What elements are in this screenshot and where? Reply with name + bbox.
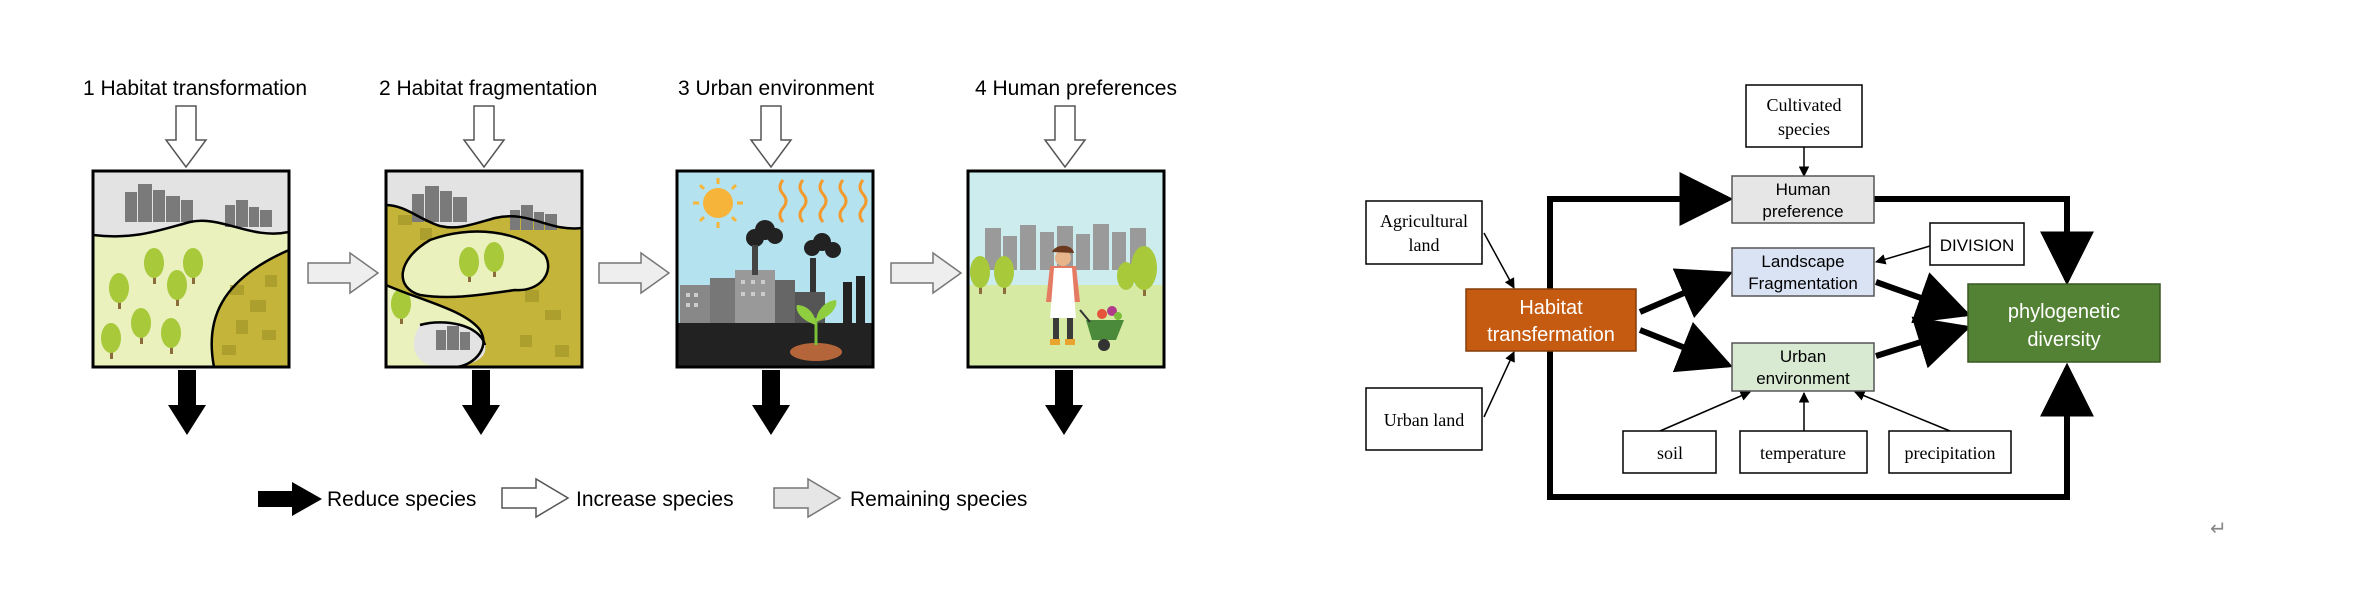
edge-division-landscape — [1874, 245, 1931, 265]
smoke-icon — [746, 220, 841, 258]
down-hollow-arrow-4 — [1043, 105, 1087, 169]
paragraph-mark: ↵ — [2210, 518, 2227, 540]
legend: Reduce species Increase species Remainin… — [258, 477, 1027, 519]
node-habitat-transformation: Habitat transfermation — [1465, 288, 1637, 352]
down-black-arrow-4 — [1045, 370, 1083, 435]
gardener-icon — [1046, 245, 1080, 345]
edge-habitat-human — [1547, 172, 1734, 290]
node-cultivated-line2: species — [1778, 119, 1830, 139]
edge-habitat-phylo-direct — [1547, 351, 2094, 500]
node-landscape-line1: Landscape — [1761, 252, 1844, 271]
trees-icon — [101, 248, 203, 359]
scene-habitat-transformation — [93, 171, 289, 367]
node-agricultural-land: Agricultural land — [1365, 200, 1483, 265]
right-grey-arrow-2 — [598, 251, 671, 295]
node-urban-line1: Urban — [1780, 347, 1826, 366]
edge-human-phylo — [1874, 196, 2094, 286]
heat-waves-icon — [778, 179, 868, 223]
increase-arrows-top — [164, 105, 1087, 169]
node-phylo-line1: phylogenetic — [2008, 301, 2120, 323]
node-urban-land-label: Urban land — [1384, 410, 1464, 430]
edge-soil-urban — [1659, 390, 1751, 432]
down-black-arrow-1 — [168, 370, 206, 435]
node-human-line1: Human — [1776, 180, 1831, 199]
node-habitat-line2: transfermation — [1487, 324, 1615, 346]
step-title-1: 1 Habitat transformation — [83, 77, 307, 100]
right-grey-arrow-3 — [890, 251, 963, 295]
node-human-line2: preference — [1762, 202, 1843, 221]
node-landscape-fragmentation: Landscape Fragmentation — [1731, 247, 1875, 297]
down-hollow-arrow-1 — [164, 105, 208, 169]
edge-urbanland-habitat — [1483, 351, 1515, 418]
legend-increase-arrow — [501, 477, 570, 519]
scene-habitat-fragmentation — [386, 171, 582, 367]
step-title-3: 3 Urban environment — [678, 77, 874, 100]
down-hollow-arrow-3 — [749, 105, 793, 169]
scene-urban-environment — [677, 171, 873, 367]
node-division: DIVISION — [1929, 222, 2025, 266]
step-title-2: 2 Habitat fragmentation — [379, 77, 597, 100]
scene-frame-1 — [91, 169, 291, 369]
step-title-4: 4 Human preferences — [975, 77, 1177, 100]
node-temperature-label: temperature — [1760, 443, 1846, 463]
node-temperature: temperature — [1739, 430, 1868, 474]
reduce-arrows — [168, 370, 1083, 435]
path-model: Cultivated species Human preference Agri… — [1365, 84, 2161, 500]
right-grey-arrow-1 — [307, 251, 380, 295]
edge-landscape-phylo — [1874, 272, 1972, 324]
node-phylo-line2: diversity — [2027, 329, 2100, 351]
down-black-arrow-2 — [462, 370, 500, 435]
city-buildings-icon — [125, 184, 272, 227]
node-agricultural-line2: land — [1409, 235, 1440, 255]
node-phylogenetic-diversity: phylogenetic diversity — [1967, 283, 2161, 363]
down-hollow-arrow-2 — [462, 105, 506, 169]
scene-human-preferences — [968, 171, 1164, 367]
node-soil-label: soil — [1657, 443, 1683, 463]
node-landscape-line2: Fragmentation — [1748, 274, 1858, 293]
legend-reduce-arrow — [258, 482, 322, 516]
node-cultivated-species: Cultivated species — [1745, 84, 1863, 148]
node-urban-land: Urban land — [1365, 387, 1483, 451]
scene-frame-2 — [384, 169, 584, 369]
node-soil: soil — [1622, 430, 1717, 474]
scene-frame-4 — [966, 169, 1166, 369]
node-division-label: DIVISION — [1940, 236, 2015, 255]
legend-remaining-label: Remaining species — [850, 488, 1027, 511]
node-habitat-line1: Habitat — [1519, 297, 1583, 319]
sun-icon — [693, 178, 743, 228]
node-agricultural-line1: Agricultural — [1380, 211, 1468, 231]
seedling-icon — [790, 300, 842, 361]
scene-frame-3 — [675, 169, 875, 369]
factory-icon — [680, 245, 865, 323]
legend-increase-label: Increase species — [576, 488, 734, 511]
legend-reduce-label: Reduce species — [327, 488, 476, 511]
remaining-arrows — [307, 251, 963, 295]
edge-habitat-urban — [1638, 321, 1734, 373]
node-precipitation-label: precipitation — [1905, 443, 1996, 463]
edge-urban-phylo — [1875, 316, 1972, 369]
wheelbarrow-icon — [1079, 306, 1124, 351]
edge-habitat-landscape — [1638, 268, 1733, 319]
node-human-preference: Human preference — [1731, 175, 1875, 224]
edge-agricultural-habitat — [1483, 232, 1515, 289]
node-urban-environment: Urban environment — [1731, 342, 1875, 392]
node-urban-line2: environment — [1756, 369, 1850, 388]
down-black-arrow-3 — [752, 370, 790, 435]
trees-icon — [391, 242, 504, 324]
trees-icon — [970, 246, 1157, 296]
legend-remaining-arrow — [773, 477, 842, 519]
node-cultivated-line1: Cultivated — [1767, 95, 1842, 115]
node-precipitation: precipitation — [1888, 430, 2012, 474]
edge-precipitation-urban — [1854, 390, 1951, 432]
